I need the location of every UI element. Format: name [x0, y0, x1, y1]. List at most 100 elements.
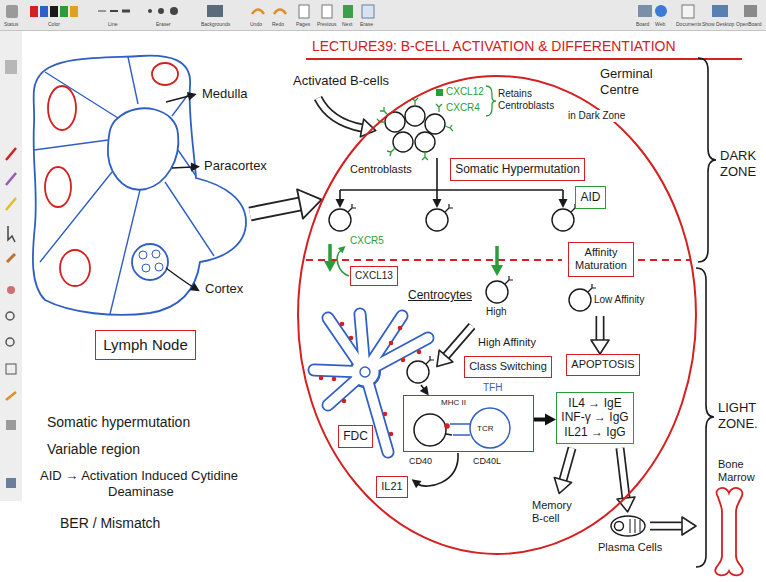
plasma-cell — [611, 516, 645, 536]
plasma-cell — [615, 522, 624, 531]
toolbar — [682, 5, 694, 18]
toolbar — [655, 5, 667, 17]
toolbar-label: Undo — [250, 21, 262, 27]
toolbar — [362, 5, 374, 18]
b-cell — [445, 204, 453, 212]
fdc-cell — [398, 326, 403, 331]
tool-palette — [5, 60, 17, 74]
b-cell — [505, 276, 513, 284]
receptor-symbol — [436, 89, 443, 96]
note-text: Somatic hypermutation — [47, 414, 190, 431]
plasma-cell — [630, 519, 640, 533]
cell-box: FDC — [338, 425, 373, 448]
b-cell — [486, 281, 508, 303]
cell-label: Plasma Cells — [598, 541, 662, 554]
fdc-cell — [319, 376, 324, 381]
flow-arrow — [339, 190, 341, 200]
toolbar — [6, 5, 18, 18]
hollow-arrow — [446, 326, 472, 356]
synapse-drawing — [444, 423, 450, 429]
hollow-arrow — [446, 326, 472, 356]
fdc-cell — [352, 359, 379, 386]
note-text-wrap: Retains Centroblasts — [498, 88, 562, 112]
node-text: Class Switching — [469, 360, 547, 373]
toolbar — [252, 10, 264, 15]
part-label-wrap: Paracortex — [204, 158, 267, 174]
part-label-wrap: Cortex — [205, 281, 243, 297]
hollow-arrow — [650, 523, 682, 529]
cell-label: Centroblasts — [350, 163, 412, 176]
process-box: Affinity Maturation — [568, 242, 634, 277]
toolbar — [170, 7, 178, 15]
node-text: CXCL13 — [355, 270, 393, 282]
toolbar-label-wrap: Next — [342, 21, 352, 27]
node-text: Affinity Maturation — [573, 246, 629, 272]
hollow-arrow — [250, 204, 300, 214]
lymph-node-drawing — [132, 244, 168, 280]
note-text-wrap: in Dark Zone — [566, 110, 627, 122]
process-box: APOPTOSIS — [566, 354, 640, 376]
synapse-drawing — [450, 423, 470, 425]
zone-label-wrap: LIGHT ZONE. — [718, 400, 762, 431]
node-text: INF-γ → IgG — [561, 410, 629, 424]
synapse-box: TFHMHC IITCRCD40CD40L — [403, 395, 534, 452]
synapse-drawing — [453, 434, 470, 436]
toolbar-label-wrap: Backgrounds — [201, 21, 230, 27]
toolbar-label-wrap: Web — [655, 21, 665, 27]
part-label: Cortex — [205, 281, 243, 297]
affinity-label: Low Affinity — [594, 294, 644, 306]
note-text: BER / Mismatch — [60, 515, 160, 532]
note-text-wrap: BER / Mismatch — [60, 515, 160, 532]
organ-label-wrap: Bone Marrow — [718, 458, 762, 484]
hollow-arrow — [250, 98, 682, 526]
toolbar-label-wrap: Documents — [676, 21, 701, 27]
hollow-arrow — [250, 204, 300, 214]
plasma-cell — [611, 516, 645, 536]
note-text: AID → Activation Induced Cytidine Deamin… — [40, 468, 283, 499]
part-label: Medulla — [202, 86, 248, 102]
flow-arrow — [340, 158, 563, 486]
cell-label: Centrocytes — [408, 288, 472, 302]
cell-label: Memory B-cell — [532, 499, 580, 525]
receptor-symbol — [387, 148, 395, 156]
cell-label-wrap: Centrocytes — [408, 288, 472, 302]
zone-label-wrap: DARK ZONE — [720, 148, 762, 179]
node-text-wrap: MHC II — [441, 398, 466, 408]
b-cell — [552, 209, 574, 231]
node-text: MHC II — [441, 398, 466, 408]
toolbar — [70, 6, 78, 17]
toolbar — [50, 6, 58, 17]
toolbar — [30, 6, 38, 17]
fdc-cell — [314, 314, 428, 452]
follicle — [152, 63, 178, 85]
toolbar-label-wrap: Redo — [272, 21, 284, 27]
affinity-label-wrap: High Affinity — [478, 336, 536, 349]
node-text: CD40L — [473, 456, 501, 467]
title: LECTURE39: B-CELL ACTIVATION & DIFFERENT… — [312, 38, 676, 55]
note-text-wrap: AID → Activation Induced Cytidine Deamin… — [40, 468, 283, 499]
flow-arrow — [421, 385, 424, 389]
tool-palette — [7, 254, 15, 262]
hollow-arrow — [650, 522, 682, 531]
hollow-arrow — [596, 316, 605, 340]
note-text: in Dark Zone — [566, 110, 627, 122]
affinity-label: High Affinity — [478, 336, 536, 349]
toolbar-label: Show Desktop — [702, 21, 734, 27]
affinity-label-wrap: Low Affinity — [594, 294, 644, 306]
node-text: FDC — [343, 429, 368, 443]
process-box: Somatic Hypermutation — [450, 158, 585, 181]
flow-arrow — [340, 189, 563, 191]
zone-bracket — [696, 268, 714, 567]
tool-palette — [0, 31, 22, 501]
node-text-wrap: Germinal Centre — [600, 66, 664, 97]
cell-label-wrap: Centroblasts — [350, 163, 412, 176]
cytokine-box: IL21 — [376, 476, 408, 498]
toolbar-label: Documents — [676, 21, 701, 27]
node-text: TFH — [483, 382, 502, 394]
zone-bracket — [698, 58, 716, 262]
leader-line — [166, 96, 193, 287]
leader-line — [172, 167, 192, 168]
zone-divider — [638, 259, 691, 261]
receptor-symbol — [445, 125, 453, 131]
